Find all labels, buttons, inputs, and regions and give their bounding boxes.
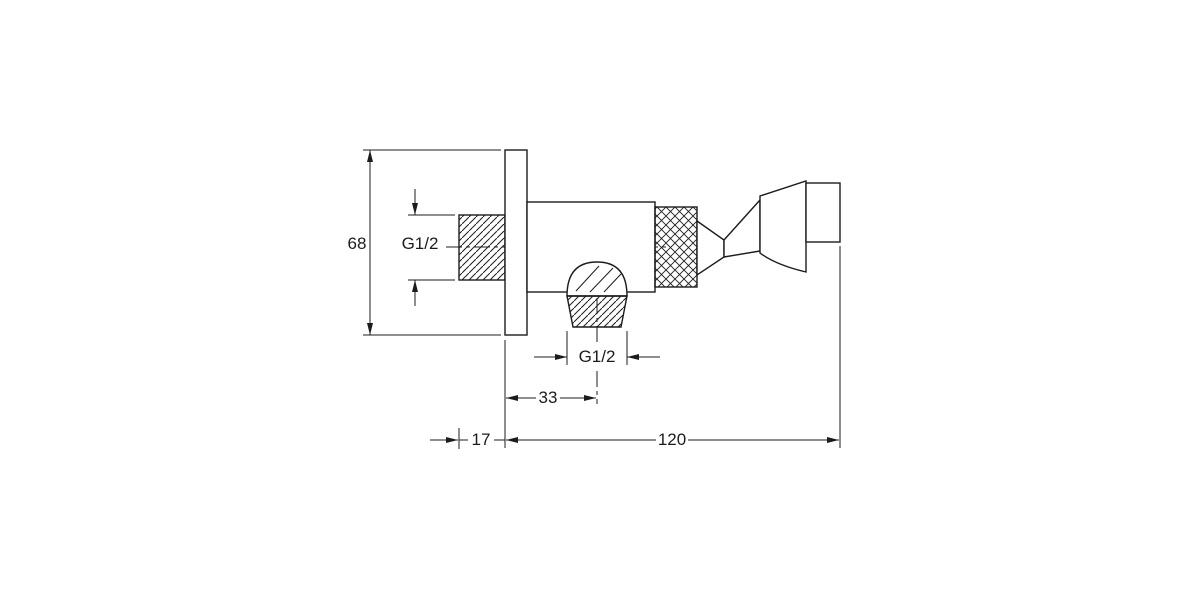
dim-outlet-offset-label: 33 bbox=[539, 388, 558, 407]
dimension-outlet-offset: 33 bbox=[506, 388, 596, 407]
holder-end-bar bbox=[805, 182, 841, 243]
dimensions: 68 G1/2 G1/2 33 bbox=[348, 149, 841, 449]
dim-inlet-length-label: 17 bbox=[472, 430, 491, 449]
inlet-thread bbox=[458, 214, 506, 281]
outlet-dome bbox=[566, 261, 628, 297]
connector-nut bbox=[654, 206, 698, 288]
dim-outlet-thread-label: G1/2 bbox=[579, 347, 616, 366]
dim-flange-height-label: 68 bbox=[348, 234, 367, 253]
dimension-outlet-thread: G1/2 bbox=[534, 331, 660, 366]
dimension-inlet-thread: G1/2 bbox=[402, 189, 455, 306]
dim-total-projection-label: 120 bbox=[658, 430, 686, 449]
outlet-dome-hatch bbox=[575, 265, 600, 292]
dimension-flange-height: 68 bbox=[348, 149, 501, 336]
dimension-bottom-row: 17 120 bbox=[430, 246, 841, 449]
outlet-dome-hatch bbox=[603, 273, 622, 293]
valve-outline bbox=[458, 149, 841, 336]
wall-flange bbox=[504, 149, 528, 336]
holder-cup bbox=[759, 180, 807, 273]
outlet-thread bbox=[566, 295, 628, 328]
holder-cone bbox=[696, 219, 725, 277]
holder-arm bbox=[723, 198, 761, 258]
outlet-dome-hatch bbox=[589, 267, 614, 293]
dim-inlet-thread-label: G1/2 bbox=[402, 234, 439, 253]
